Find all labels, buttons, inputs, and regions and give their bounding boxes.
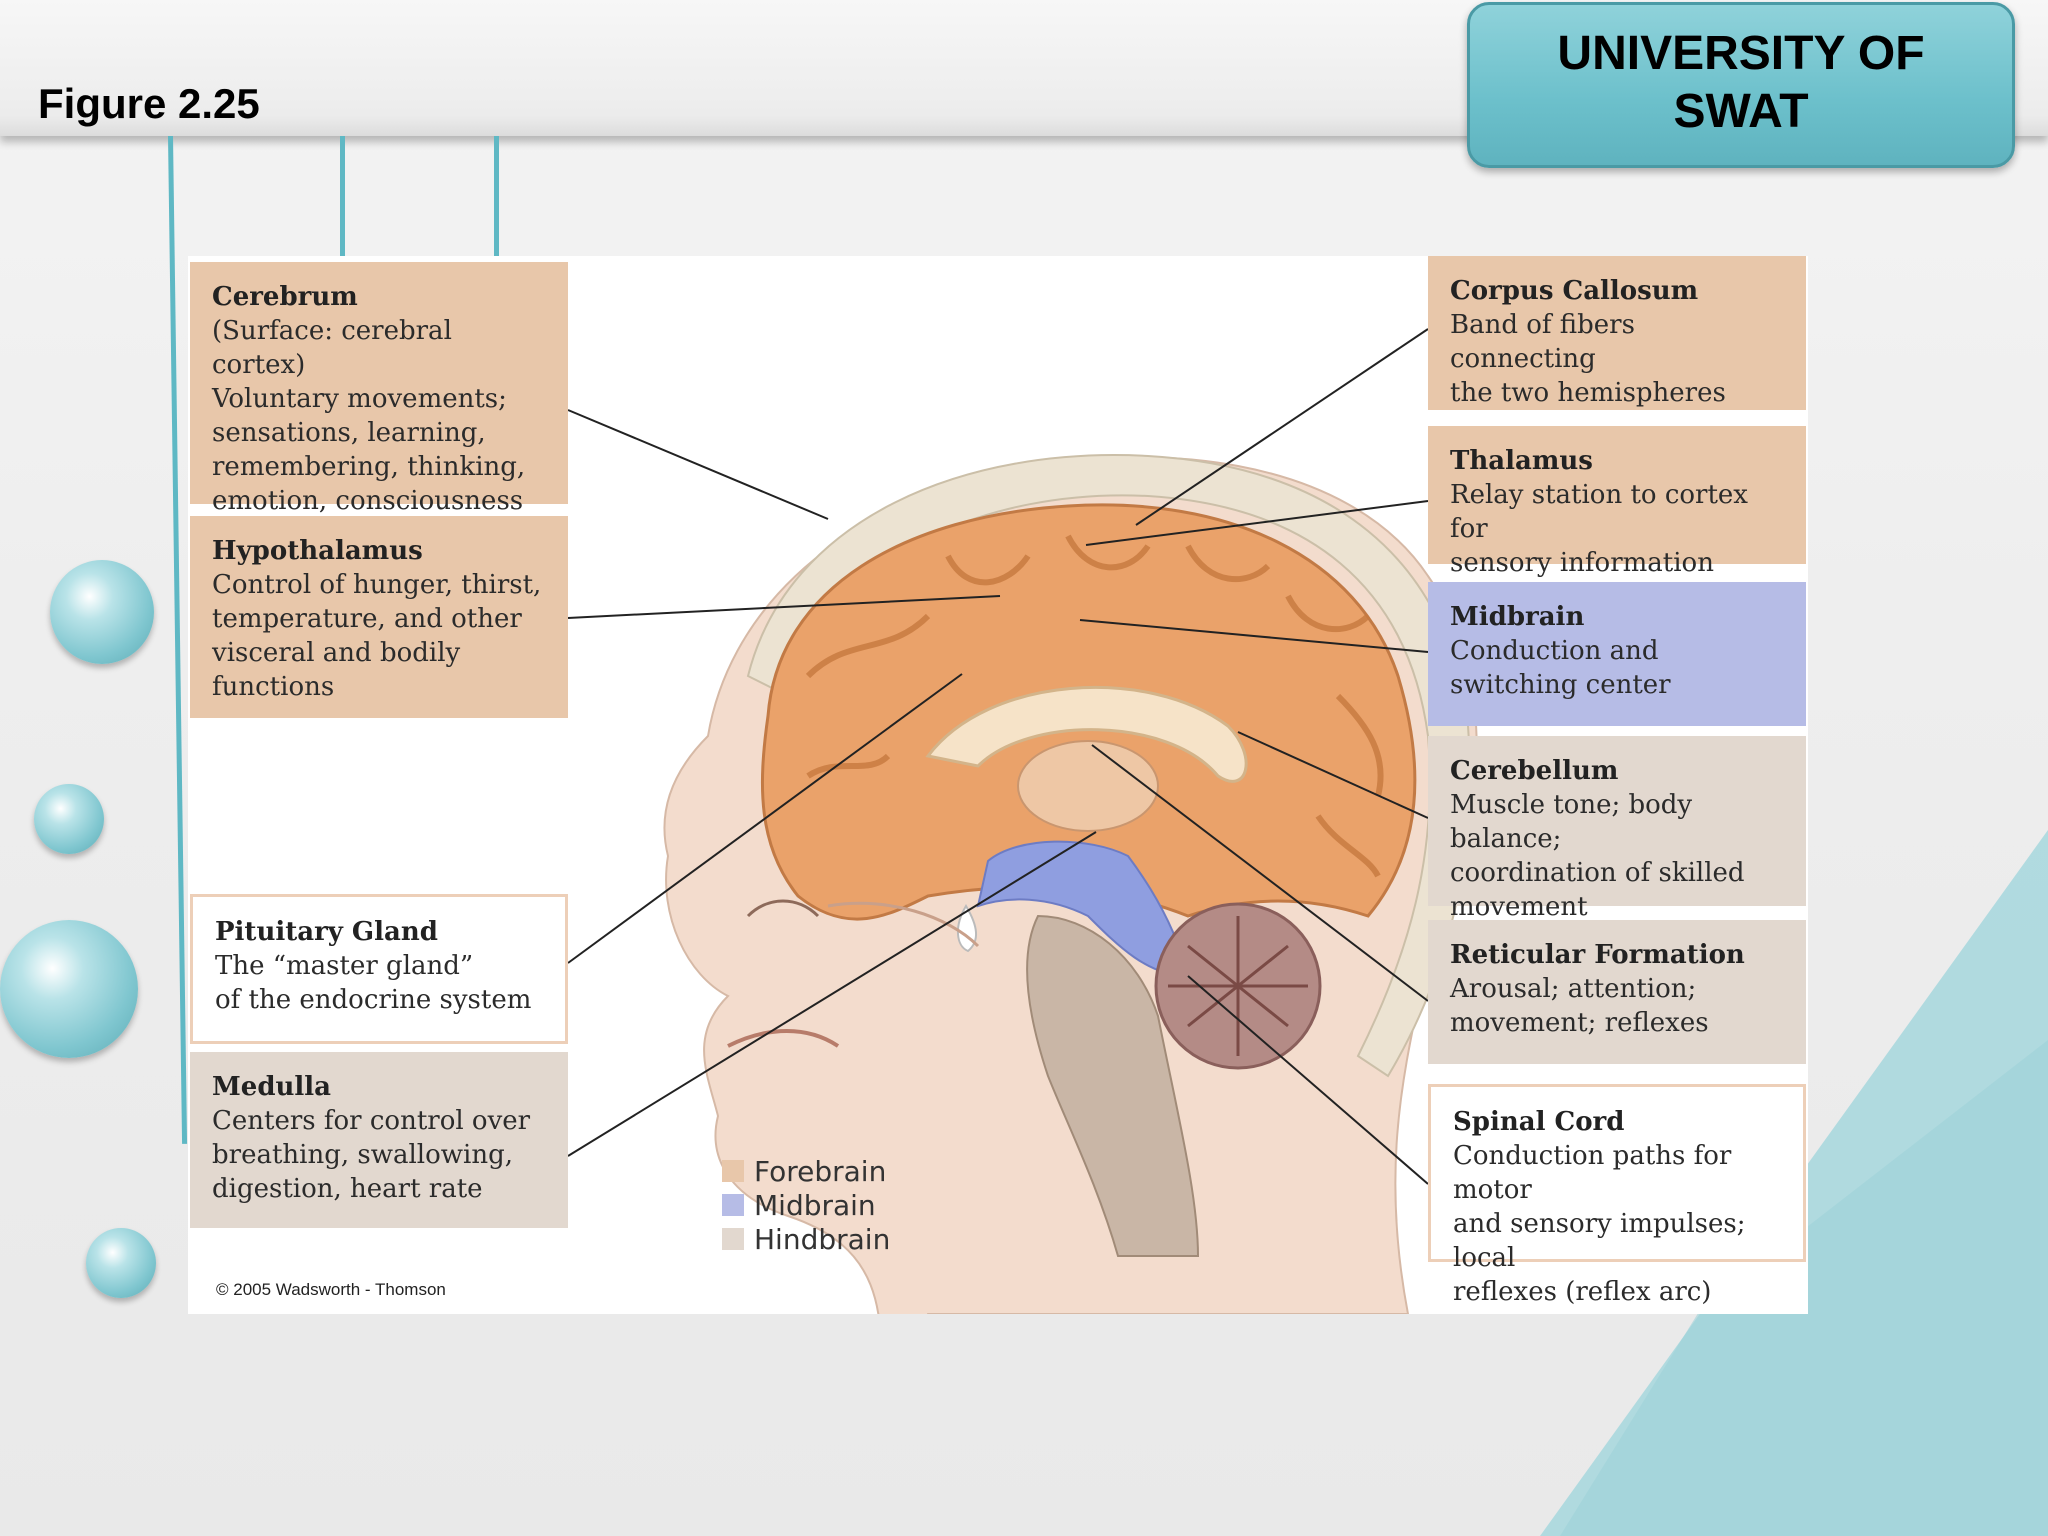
leader-pituitary — [567, 673, 963, 964]
leader-hypothalamus — [567, 595, 1001, 619]
copyright-notice: © 2005 Wadsworth - Thomson — [216, 1280, 446, 1299]
leader-midbrain — [1079, 619, 1429, 653]
legend-item-forebrain: Forebrain — [722, 1154, 890, 1188]
thalamus-shape — [1017, 740, 1159, 832]
brain-illustration — [567, 328, 1478, 1314]
label-thalamus: Thalamus Relay station to cortex for sen… — [1428, 426, 1806, 578]
eye-line — [746, 899, 820, 918]
label-description: Control of hunger, thirst, temperature, … — [212, 570, 542, 702]
leader-medulla — [567, 831, 1097, 1157]
university-badge: UNIVERSITY OF SWAT — [1467, 2, 2015, 168]
label-title: Medulla — [212, 1072, 332, 1102]
label-hypothalamus: Hypothalamus Control of hunger, thirst, … — [190, 516, 568, 718]
leader-reticular — [1091, 744, 1429, 1002]
label-title: Spinal Cord — [1453, 1107, 1625, 1137]
mouth-line — [727, 1029, 840, 1048]
badge-line-1: UNIVERSITY OF — [1557, 27, 1925, 80]
label-title: Corpus Callosum — [1450, 276, 1699, 306]
bubble-decoration — [34, 784, 104, 854]
label-cerebrum: Cerebrum (Surface: cerebral cortex) Volu… — [190, 262, 568, 516]
legend-label: Hindbrain — [754, 1222, 891, 1256]
label-description: Conduction and switching center — [1450, 636, 1671, 700]
legend-item-midbrain: Midbrain — [722, 1188, 890, 1222]
label-description: Conduction paths for motor and sensory i… — [1453, 1141, 1746, 1307]
label-description: The “master gland” of the endocrine syst… — [215, 951, 532, 1015]
label-pituitary-gland: Pituitary Gland The “master gland” of th… — [190, 894, 568, 1044]
brain-figure: Cerebrum (Surface: cerebral cortex) Volu… — [188, 256, 1808, 1314]
ear-hint — [827, 901, 980, 948]
label-cerebellum: Cerebellum Muscle tone; body balance; co… — [1428, 736, 1806, 922]
label-medulla: Medulla Centers for control over breathi… — [190, 1052, 568, 1228]
label-title: Pituitary Gland — [215, 917, 438, 947]
leader-thalamus — [1085, 500, 1429, 546]
legend-swatch-forebrain — [722, 1160, 744, 1182]
label-title: Midbrain — [1450, 602, 1585, 632]
label-title: Cerebrum — [212, 282, 358, 312]
decor-line-3 — [494, 136, 499, 256]
scalp — [746, 454, 1471, 1078]
leader-corpus-callosum — [1135, 328, 1429, 526]
badge-line-2: SWAT — [1673, 85, 1809, 138]
brainstem-shape — [1026, 914, 1200, 1257]
label-midbrain: Midbrain Conduction and switching center — [1428, 582, 1806, 726]
legend-item-hindbrain: Hindbrain — [722, 1222, 890, 1256]
corpus-callosum-shape — [925, 685, 1248, 783]
label-spinal-cord: Spinal Cord Conduction paths for motor a… — [1428, 1084, 1806, 1307]
label-description: Relay station to cortex for sensory info… — [1450, 480, 1748, 578]
label-reticular-formation: Reticular Formation Arousal; attention; … — [1428, 920, 1806, 1064]
legend-swatch-midbrain — [722, 1194, 744, 1216]
figure-label: Figure 2.25 — [38, 80, 260, 127]
bubble-decoration — [50, 560, 154, 664]
leader-cerebrum — [567, 409, 829, 520]
label-description: Band of fibers connecting the two hemisp… — [1450, 310, 1726, 408]
leader-spinal-cord — [1187, 975, 1429, 1185]
bubble-decoration — [86, 1228, 156, 1298]
label-description: Muscle tone; body balance; coordination … — [1450, 790, 1745, 922]
legend-swatch-hindbrain — [722, 1228, 744, 1250]
label-title: Thalamus — [1450, 446, 1593, 476]
label-title: Cerebellum — [1450, 756, 1619, 786]
label-description: Arousal; attention; movement; reflexes — [1450, 974, 1709, 1038]
label-corpus-callosum: Corpus Callosum Band of fibers connectin… — [1428, 256, 1806, 410]
legend-label: Midbrain — [754, 1188, 876, 1222]
label-title: Reticular Formation — [1450, 940, 1745, 970]
legend: Forebrain Midbrain Hindbrain — [722, 1154, 890, 1256]
legend-label: Forebrain — [754, 1154, 887, 1188]
bubble-decoration — [0, 920, 138, 1058]
label-title: Hypothalamus — [212, 536, 423, 566]
label-description: (Surface: cerebral cortex) Voluntary mov… — [212, 316, 526, 516]
leader-cerebellum — [1237, 731, 1429, 819]
label-description: Centers for control over breathing, swal… — [212, 1106, 531, 1204]
decor-line-2 — [340, 136, 345, 256]
